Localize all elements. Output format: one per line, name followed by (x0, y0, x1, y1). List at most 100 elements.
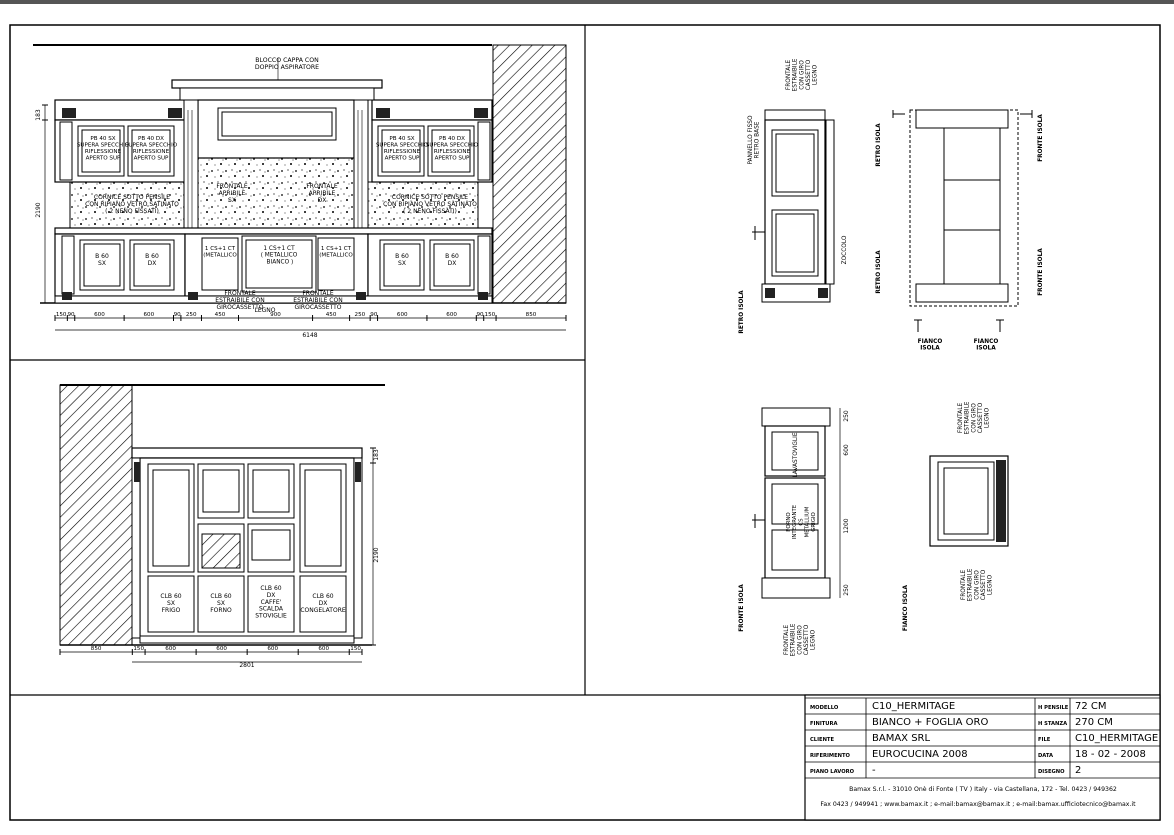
label-retro-isola-a: RETRO ISOLA (739, 290, 745, 334)
tb-left-value: BAMAX SRL (872, 733, 930, 744)
tb-left-label: PIANO LAVORO (810, 769, 855, 775)
label-front-estraibile-top: FRONTALEESTRAIBILECON GIROCASSETTOLEGNO (786, 58, 819, 91)
dim-value: 450 (215, 312, 226, 318)
dim-height-183-b: 183 (373, 449, 380, 461)
dim-value: 600 (446, 312, 457, 318)
tb-left-value: EUROCUCINA 2008 (872, 749, 968, 760)
dimension-line-bottom: 850 150 600 600 600 600 150 (59, 646, 363, 655)
label-cs-ct-left: 1 CS+1 CT(METALLICO (203, 246, 237, 258)
side-views: FRONTALEESTRAIBILECON GIROCASSETTOLEGNO … (739, 58, 1044, 656)
tb-left-label: CLIENTE (810, 737, 834, 743)
dim-value: 250 (186, 312, 197, 318)
dim-total-bottom: 2801 (239, 662, 254, 669)
dim-value: 90 (370, 312, 378, 318)
label-zoccolo: ZOCCOLO (842, 235, 848, 264)
label-retro-isola-c: RETRO ISOLA (876, 250, 882, 294)
dim-value: 600 (165, 646, 176, 652)
tb-left-value: BIANCO + FOGLIA ORO (872, 717, 988, 728)
dim-value: 600 (143, 312, 154, 318)
label-front-estraibile-bottom: FRONTALEESTRAIBILECON GIROCASSETTOLEGNO (784, 623, 817, 656)
dim-value: 850 (526, 312, 537, 318)
tb-left-label: MODELLO (810, 705, 839, 711)
dim-value: 150 (56, 312, 67, 318)
tb-right-value: 270 CM (1075, 717, 1113, 728)
dim-600: 600 (843, 444, 850, 456)
dim-value: 600 (397, 312, 408, 318)
dim-height-2190: 2190 (35, 202, 42, 217)
dim-value: 150 (133, 646, 144, 652)
dim-total-top: 6148 (302, 332, 317, 339)
dim-value: 600 (318, 646, 329, 652)
wall-hatch-left (59, 384, 133, 646)
tb-footer-address: Bamax S.r.l. - 31010 Onè di Fonte ( TV )… (849, 785, 1117, 793)
label-fronte-isola-c: FRONTE ISOLA (739, 584, 745, 632)
dim-height-183: 183 (35, 109, 42, 121)
dim-value: 90 (476, 312, 484, 318)
label-fronte-isola-a: FRONTE ISOLA (1038, 114, 1044, 162)
tb-footer-contacts: Fax 0423 / 949941 ; www.bamax.it ; e-mai… (820, 800, 1136, 808)
label-lavastoviglie: LAVASTOVIGLIE (793, 432, 799, 477)
dim-1200: 1200 (843, 518, 850, 533)
dim-value: 600 (94, 312, 105, 318)
label-fianco-isola-c: FIANCO ISOLA (903, 584, 909, 631)
tb-left-label: RIFERIMENTO (810, 753, 851, 759)
label-fronte-isola-b: FRONTE ISOLA (1038, 248, 1044, 296)
dim-value: 150 (485, 312, 496, 318)
tb-right-label: DISEGNO (1038, 769, 1065, 775)
tb-right-value: C10_HERMITAGE (1075, 733, 1158, 744)
tb-right-label: H PENSILE (1038, 705, 1069, 711)
dim-value: 450 (326, 312, 337, 318)
tb-left-value: C10_HERMITAGE (872, 701, 955, 712)
tb-right-label: DATA (1038, 753, 1053, 759)
top-border-strip (0, 0, 1174, 4)
label-front-estraibile-side-bottom: FRONTALEESTRAIBILECON GIROCASSETTOLEGNO (961, 568, 994, 601)
dim-value: 600 (267, 646, 278, 652)
title-block: MODELLO C10_HERMITAGE FINITURA BIANCO + FOG… (804, 694, 1161, 821)
tb-right-value: 2 (1075, 765, 1081, 776)
dim-value: 90 (174, 312, 182, 318)
elevation-top: 183 2190 (33, 44, 567, 339)
dim-value: 150 (350, 646, 361, 652)
dim-250-a: 250 (843, 410, 850, 422)
dim-height-2190-b: 2190 (373, 547, 380, 562)
tb-right-value: 72 CM (1075, 701, 1107, 712)
tb-right-label: FILE (1038, 737, 1051, 743)
dim-value: 600 (216, 646, 227, 652)
dim-value: 250 (355, 312, 366, 318)
label-forno-note: FORNOINTEGRANTECSMETALLIUMGRIGIO (786, 504, 817, 539)
tb-left-label: FINITURA (810, 721, 838, 727)
tb-right-value: 18 - 02 - 2008 (1075, 749, 1146, 760)
label-pannello: PANNELLO FISSORETRO BASE (748, 115, 761, 164)
dim-250-b: 250 (843, 584, 850, 596)
dim-value: 90 (67, 312, 75, 318)
tb-right-label: H STANZA (1038, 721, 1067, 727)
dim-value: 850 (91, 646, 102, 652)
dim-value: 900 (270, 312, 281, 318)
label-legno: LEGNO (255, 307, 276, 314)
wall-hatch-right (492, 44, 567, 304)
